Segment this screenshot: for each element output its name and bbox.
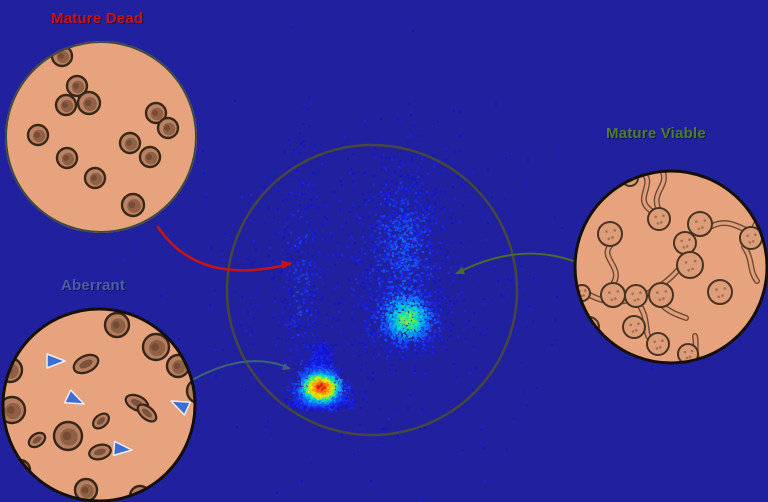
micrograph-mature-dead xyxy=(5,41,197,233)
gate-circle xyxy=(225,143,519,437)
label-mature-dead: Mature Dead xyxy=(51,10,144,27)
aberrant-pointer-triangle xyxy=(46,353,66,369)
mature-dead-arrow xyxy=(156,225,292,272)
aberrant-pointer-triangle xyxy=(63,389,85,405)
micrograph-aberrant xyxy=(1,307,197,502)
aberrant-pointer-triangle xyxy=(112,440,133,457)
micrograph-background xyxy=(5,41,197,233)
aberrant-arrow-head xyxy=(282,363,291,370)
micrograph-images xyxy=(1,41,768,502)
mature-viable-arrow xyxy=(455,252,577,275)
micrograph-rim xyxy=(5,41,197,233)
mature-viable-arrow-head xyxy=(455,266,465,275)
micrograph-mature-viable xyxy=(573,169,768,365)
aberrant-pointer-triangle xyxy=(170,400,192,416)
label-mature-viable: Mature Viable xyxy=(606,125,706,142)
mature-dead-arrow-head xyxy=(281,260,292,269)
label-aberrant: Aberrant xyxy=(61,277,126,294)
micrograph-rim xyxy=(1,307,197,502)
micrograph-rim xyxy=(573,169,768,365)
gate-circle-outline xyxy=(225,143,519,437)
micrograph-background xyxy=(574,170,768,364)
annotation-arrows xyxy=(156,225,577,380)
aberrant-arrow xyxy=(193,360,291,380)
